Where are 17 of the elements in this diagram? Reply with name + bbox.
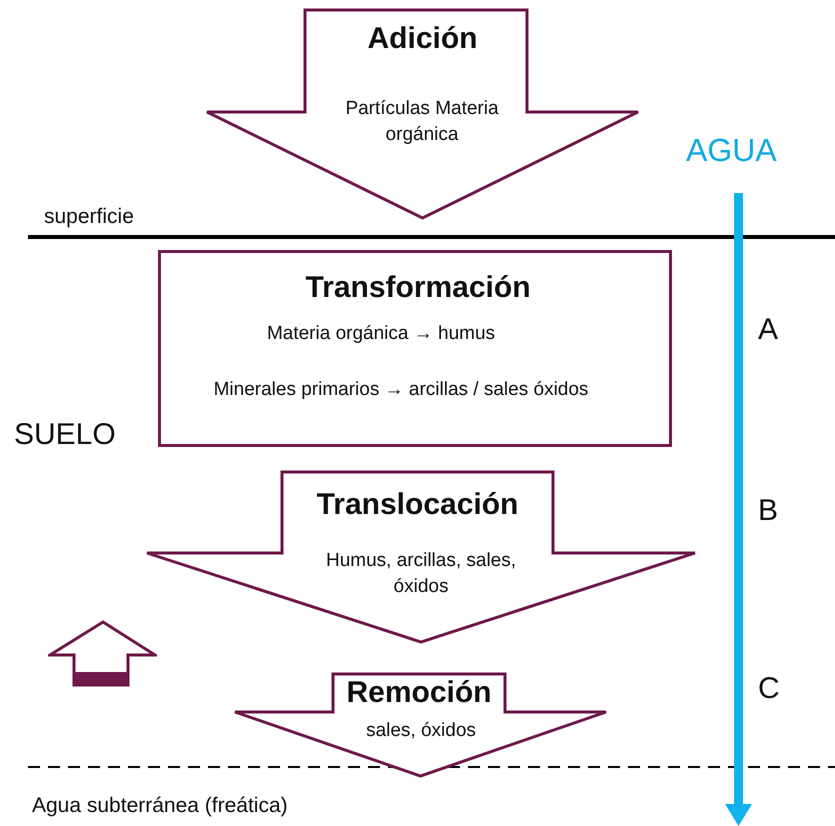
groundwater-label: Agua subterránea (freática) (32, 794, 288, 818)
process-box (158, 250, 672, 447)
process-text: Partículas Materia orgánica (344, 97, 500, 147)
process-text: Humus, arcillas, sales, óxidos (324, 549, 518, 599)
process-text: Materia orgánica → humus (266, 322, 496, 346)
process-title: Adición (366, 22, 478, 56)
water-label: AGUA (686, 132, 777, 169)
process-title: Transformación (304, 271, 532, 305)
process-title: Remoción (345, 676, 493, 710)
process-text: Minerales primarios → arcillas / sales óxidos (212, 378, 590, 402)
horizon-label: B (758, 494, 778, 528)
soil-label: SUELO (14, 418, 116, 452)
surface-label: superficie (44, 205, 134, 229)
process-title: Translocación (316, 488, 520, 522)
horizon-label: A (758, 313, 778, 347)
horizon-label: C (758, 672, 780, 706)
process-text: sales, óxidos (365, 719, 477, 743)
